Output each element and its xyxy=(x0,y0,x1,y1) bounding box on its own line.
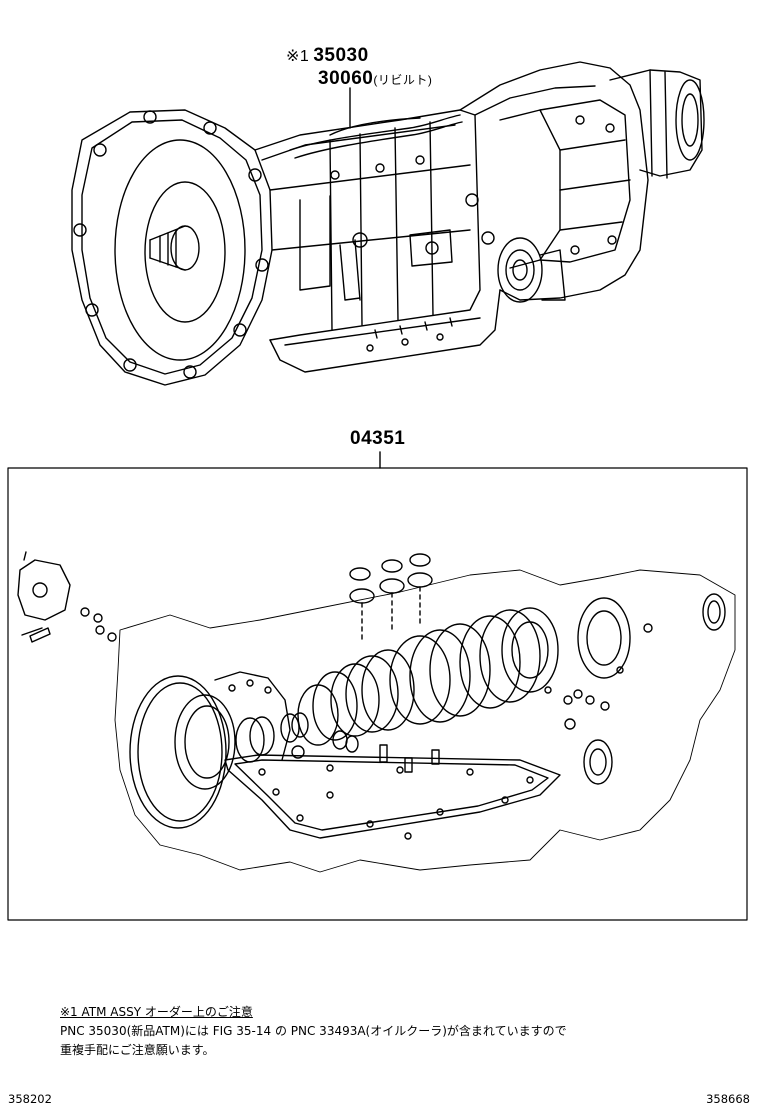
callout-04351: 04351 xyxy=(350,428,405,450)
footer-right-code: 358668 xyxy=(706,1092,750,1106)
rebuilt-label: (リビルト) xyxy=(373,73,433,87)
note-mark: ※1 xyxy=(286,48,310,65)
part-number-04351: 04351 xyxy=(350,428,406,449)
note-line-2: 重複手配にご注意願います。 xyxy=(60,1043,215,1057)
callout-30060: 30060(リビルト) xyxy=(318,68,432,90)
part-number-30060: 30060 xyxy=(318,68,374,89)
part-number-35030: 35030 xyxy=(313,45,369,66)
note-line-1: PNC 35030(新品ATM)には FIG 35-14 の PNC 33493… xyxy=(60,1024,567,1038)
overhaul-kit-frame xyxy=(7,467,748,921)
transmission-assembly-drawing xyxy=(71,61,705,386)
footer-left-code: 358202 xyxy=(8,1092,52,1106)
order-note: ※1 ATM ASSY オーダー上のご注意 PNC 35030(新品ATM)には… xyxy=(60,1003,750,1060)
overhaul-kit-drawing xyxy=(17,551,736,873)
note-title: ※1 ATM ASSY オーダー上のご注意 xyxy=(60,1005,253,1019)
